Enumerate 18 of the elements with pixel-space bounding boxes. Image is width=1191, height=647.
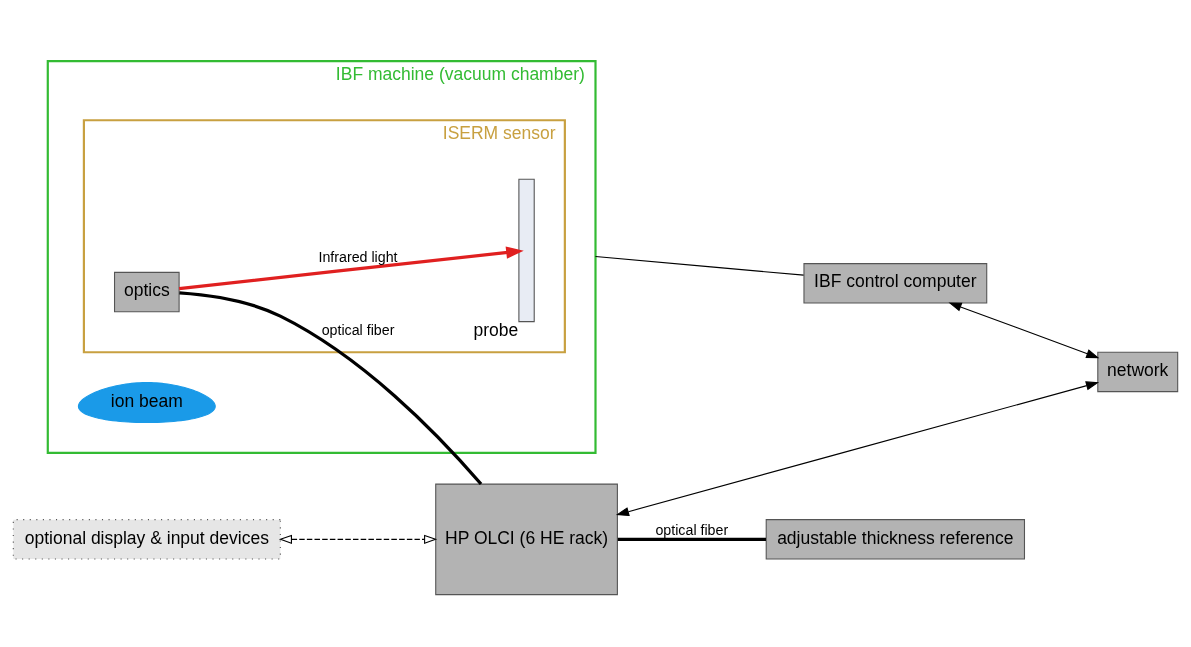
arrow [948, 302, 1100, 359]
arrow [178, 246, 524, 291]
node-box: optics [114, 271, 180, 313]
node-box: IBF control computer [803, 263, 988, 304]
node-box: HP OLCI (6 HE rack) [435, 483, 618, 596]
arrow [278, 534, 438, 544]
edge-label: optical fiber [321, 322, 395, 339]
edge-label: Infrared light [318, 248, 398, 265]
node-bar [518, 178, 535, 323]
connector [617, 537, 766, 541]
edge-label: optical fiber [655, 522, 729, 539]
node-label: probe [473, 319, 519, 340]
arrow [615, 381, 1100, 517]
connector [594, 256, 805, 276]
node-box: network [1097, 351, 1179, 393]
connector [179, 291, 483, 486]
node-box: optional display & input devices [12, 519, 281, 560]
node-box: adjustable thickness reference [765, 519, 1026, 560]
